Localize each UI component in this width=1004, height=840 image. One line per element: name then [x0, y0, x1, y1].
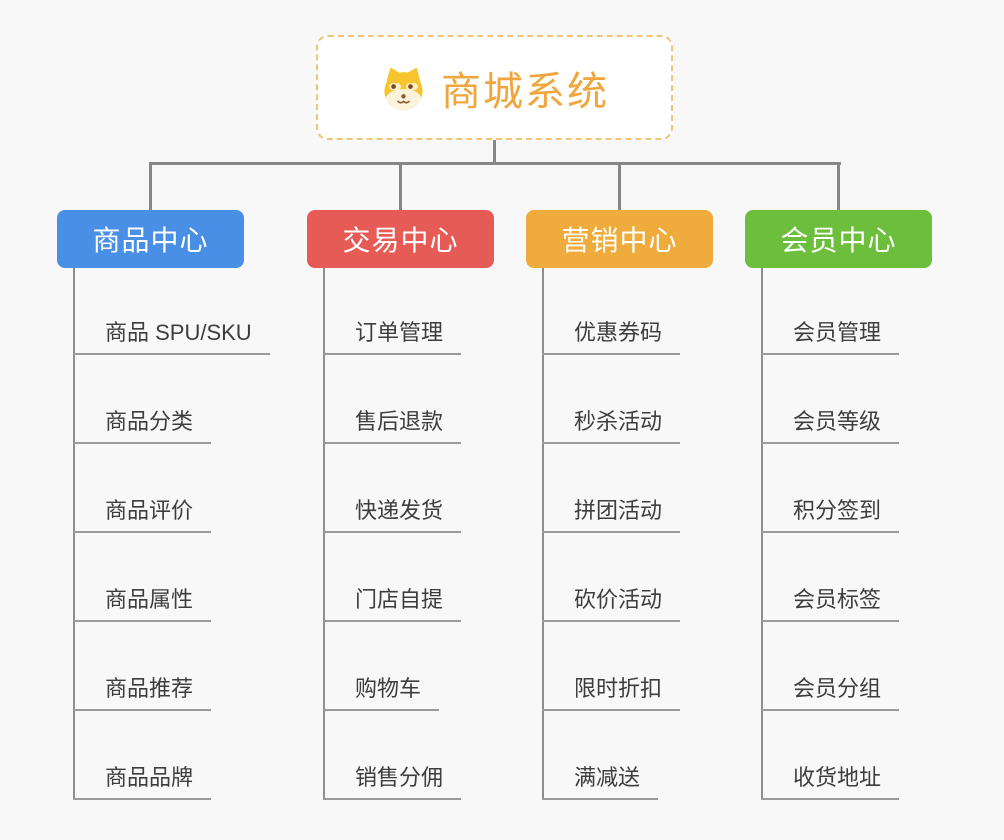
child-topic[interactable]: 销售分佣	[323, 765, 462, 800]
branch-topic-label: 营销中心	[561, 225, 678, 256]
branch-connector-drop	[149, 162, 152, 210]
child-topic[interactable]: 商品品牌	[73, 765, 212, 800]
root-topic[interactable]: 商城系统	[316, 35, 673, 140]
dog-face-icon	[380, 64, 427, 111]
branch-topic-label: 会员中心	[780, 225, 897, 256]
child-topic[interactable]: 会员标签	[761, 587, 900, 622]
child-topic[interactable]: 商品推荐	[73, 676, 212, 711]
child-topic[interactable]: 秒杀活动	[542, 409, 681, 444]
child-topic[interactable]: 商品分类	[73, 409, 212, 444]
root-connector-horizontal	[150, 162, 841, 165]
child-column-connector	[542, 268, 544, 800]
child-topic[interactable]: 积分签到	[761, 498, 900, 533]
branch-topic-trade-center[interactable]: 交易中心	[307, 210, 494, 268]
child-topic[interactable]: 订单管理	[323, 320, 462, 355]
child-topic[interactable]: 商品评价	[73, 498, 212, 533]
child-topic[interactable]: 商品属性	[73, 587, 212, 622]
branch-topic-member-center[interactable]: 会员中心	[745, 210, 932, 268]
branch-topic-label: 交易中心	[342, 225, 459, 256]
child-topic[interactable]: 限时折扣	[542, 676, 681, 711]
child-topic[interactable]: 会员管理	[761, 320, 900, 355]
child-topic[interactable]: 优惠券码	[542, 320, 681, 355]
child-topic[interactable]: 砍价活动	[542, 587, 681, 622]
branch-topic-label: 商品中心	[92, 225, 209, 256]
child-topic[interactable]: 商品 SPU/SKU	[73, 320, 270, 355]
branch-topic-product-center[interactable]: 商品中心	[57, 210, 244, 268]
child-topic[interactable]: 购物车	[323, 676, 440, 711]
branch-topic-marketing-center[interactable]: 营销中心	[526, 210, 713, 268]
child-topic[interactable]: 会员分组	[761, 676, 900, 711]
child-topic[interactable]: 售后退款	[323, 409, 462, 444]
child-column-connector	[323, 268, 325, 800]
root-connector-stem	[493, 140, 496, 164]
child-column-connector	[761, 268, 763, 800]
child-topic[interactable]: 门店自提	[323, 587, 462, 622]
child-topic[interactable]: 会员等级	[761, 409, 900, 444]
child-topic[interactable]: 收货地址	[761, 765, 900, 800]
child-topic[interactable]: 快递发货	[323, 498, 462, 533]
branch-connector-drop	[837, 162, 840, 210]
child-topic[interactable]: 拼团活动	[542, 498, 681, 533]
child-topic[interactable]: 满减送	[542, 765, 659, 800]
branch-connector-drop	[399, 162, 402, 210]
branch-connector-drop	[618, 162, 621, 210]
root-topic-label: 商城系统	[441, 69, 609, 114]
child-column-connector	[73, 268, 75, 800]
